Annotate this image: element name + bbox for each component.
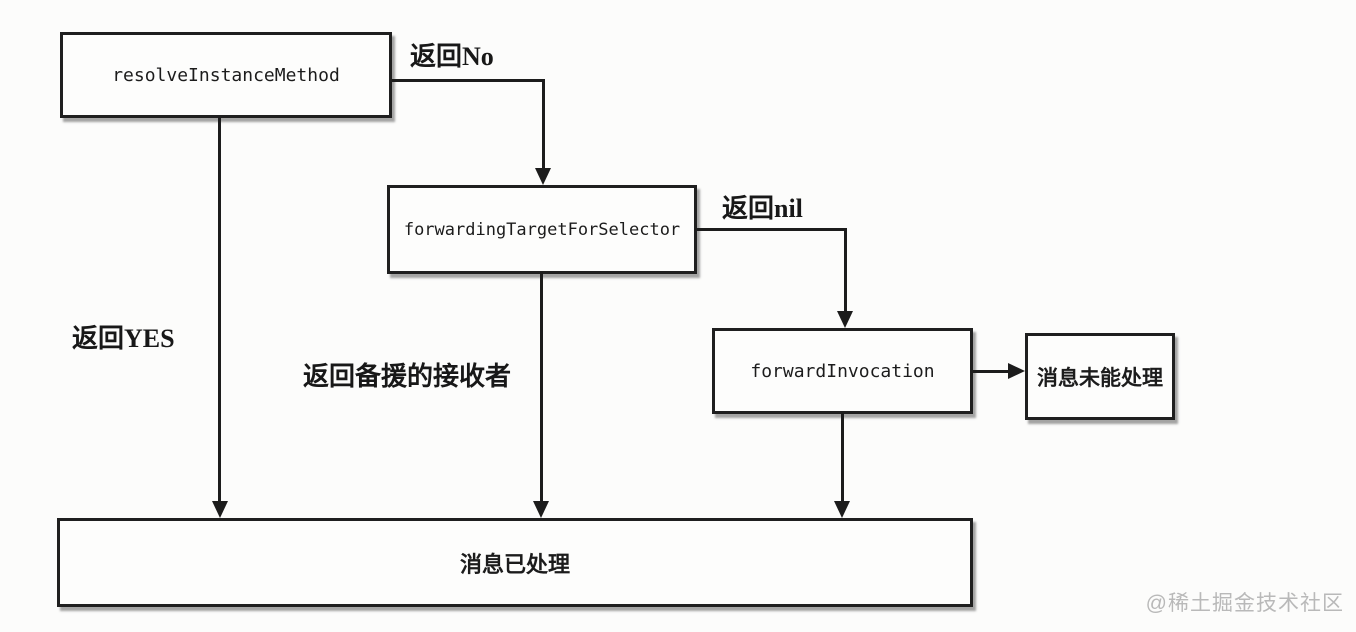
edge-forwarding-to-invocation-vline [844,228,847,313]
node-resolve-instance-method: resolveInstanceMethod [60,32,392,118]
node-label: 消息未能处理 [1037,365,1163,390]
edge-forwarding-to-handled-vline [540,272,543,502]
arrowhead-down-icon [535,168,551,185]
arrowhead-down-icon [834,501,850,518]
arrowhead-right-icon [1008,363,1025,379]
edge-resolve-to-forwarding-vline [542,79,545,171]
node-label: forwardInvocation [750,360,935,382]
edge-forwarding-to-invocation-hline [695,228,847,231]
node-forwarding-target-for-selector: forwardingTargetForSelector [387,185,697,274]
edge-label-return-no: 返回No [410,42,494,71]
edge-label-return-nil: 返回nil [722,194,803,223]
edge-label-return-yes: 返回YES [72,324,175,353]
node-message-unhandled: 消息未能处理 [1025,333,1175,420]
node-label: 消息已处理 [459,551,570,577]
arrowhead-down-icon [533,501,549,518]
edge-label-return-backup-receiver: 返回备援的接收者 [303,362,512,391]
node-message-handled: 消息已处理 [57,518,973,607]
edge-resolve-to-forwarding-hline [392,79,544,82]
node-label: forwardingTargetForSelector [403,219,681,240]
watermark: @稀土掘金技术社区 [1145,592,1344,615]
edge-invocation-to-handled-vline [841,413,844,502]
arrowhead-down-icon [837,311,853,328]
node-forward-invocation: forwardInvocation [712,328,973,414]
edge-invocation-to-unhandled-hline [973,370,1010,373]
edge-resolve-to-handled-vline [218,117,221,502]
node-label: resolveInstanceMethod [112,64,340,86]
arrowhead-down-icon [212,501,228,518]
